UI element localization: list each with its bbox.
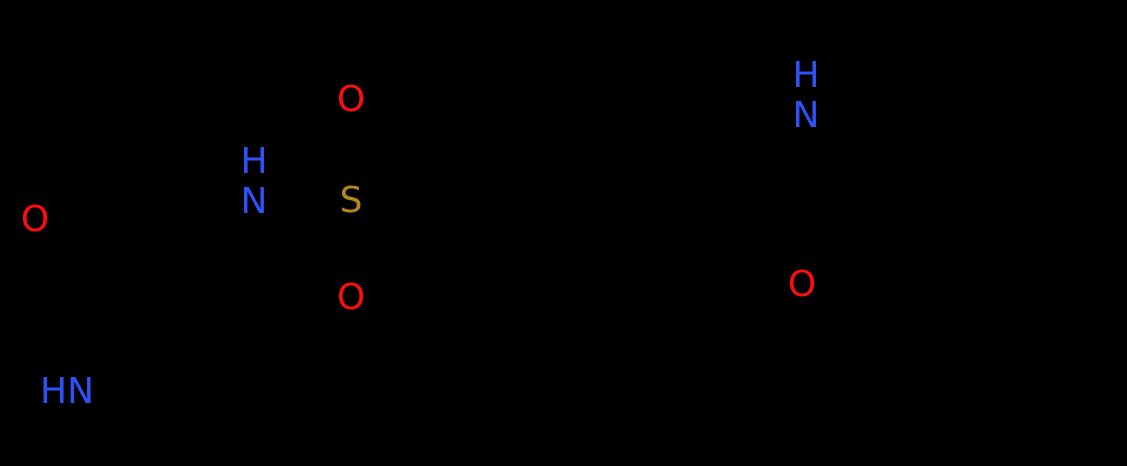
atom-oxygen-sulfonyl-top: O [336, 79, 366, 120]
atom-nitrogen-label: N [792, 95, 820, 136]
atom-hydrogen-label: H [240, 141, 268, 182]
atom-nitrogen-sulfonamide: H N [240, 142, 267, 222]
atom-nitrogen-amide: H N [792, 56, 819, 136]
atom-oxygen-lactam: O [20, 199, 50, 240]
atom-oxygen-amide: O [787, 264, 817, 305]
atom-sulfur: S [339, 180, 363, 221]
atom-hydrogen-label: H [792, 55, 820, 96]
atom-oxygen-sulfonyl-bottom: O [336, 277, 366, 318]
atom-nitrogen-ring: HN [40, 371, 94, 412]
atom-nitrogen-label: N [240, 181, 268, 222]
